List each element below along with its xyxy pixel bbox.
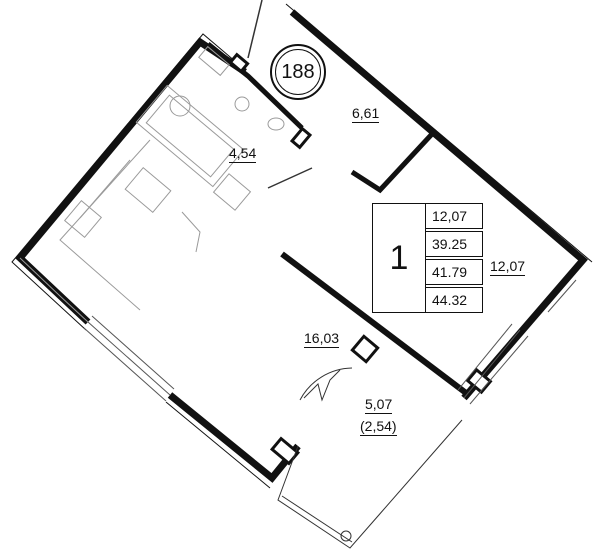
door-swings xyxy=(247,0,353,402)
kitchen-sink xyxy=(63,199,103,239)
summary-living-area: 12,07 xyxy=(425,203,483,229)
wall-northeast xyxy=(289,9,588,401)
summary-area-1: 39.25 xyxy=(425,231,483,257)
bathtub xyxy=(135,84,245,188)
furniture xyxy=(19,45,285,323)
toilet xyxy=(169,95,191,117)
column-1 xyxy=(350,334,380,364)
partition-hall xyxy=(350,132,434,194)
apartment-number-badge: 188 xyxy=(270,44,326,100)
column-2 xyxy=(269,436,301,466)
summary-area-2: 41.79 xyxy=(425,259,483,285)
room-area-balcony: 5,07 xyxy=(365,396,393,414)
room-area-bathroom: 4,54 xyxy=(229,145,257,163)
balcony xyxy=(277,419,463,549)
kitchen-counter xyxy=(59,139,151,311)
wall-southwest xyxy=(167,392,301,483)
washing-machine xyxy=(212,173,252,211)
column-4 xyxy=(228,52,250,74)
sink xyxy=(234,96,250,112)
badge-ring xyxy=(275,49,321,95)
apartment-number: 188 xyxy=(281,60,315,83)
column-5 xyxy=(289,126,313,150)
windows xyxy=(83,279,577,405)
summary-area-3: 44.32 xyxy=(425,287,483,313)
wall-northwest xyxy=(15,37,247,325)
partition-bedroom xyxy=(280,251,472,399)
apartment-summary-table: 1 12,07 39.25 41.79 44.32 xyxy=(372,203,484,313)
shower-shelf xyxy=(198,45,230,77)
room-area-balcony-reduced: (2,54) xyxy=(360,418,397,436)
room-count: 1 xyxy=(372,203,426,313)
stove xyxy=(124,167,172,213)
room-area-hall: 6,61 xyxy=(352,105,380,123)
room-area-living: 16,03 xyxy=(304,330,340,348)
room-area-bedroom: 12,07 xyxy=(490,258,526,276)
partition-bath-hall xyxy=(206,42,304,130)
